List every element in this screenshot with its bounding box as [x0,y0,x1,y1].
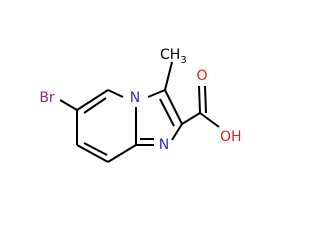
bond-c6-br [59,99,78,111]
bond-c7-c8-inner [83,142,108,156]
bond-c5-n4 [107,89,124,98]
bond-c3-methyl [164,61,173,91]
atom-methyl: CH3 [160,47,187,66]
atom-methyl-subscript: 3 [180,55,186,66]
bond-c3-c2 [164,89,183,125]
atom-label-layer: Br N N CH3 O OH [39,47,241,153]
bond-c7-c8 [76,144,109,163]
atom-imine-nitrogen: N [159,137,169,153]
atom-bromine: Br [39,90,55,106]
bond-carboxyl-hydroxyl [199,112,220,128]
bond-c8-c8a [107,144,137,163]
molecule-structure: Br N N CH3 O OH [39,47,242,163]
atom-hydroxyl: OH [220,129,242,145]
bond-c2-carboxyl [181,112,201,125]
bond-carboxyl-oxygen-second [204,85,207,114]
bond-c3-c2-inner [159,98,175,127]
bond-layer [59,61,220,163]
bond-n4-c3 [147,89,166,98]
atom-methyl-text: CH [160,47,180,63]
bond-c5-c6 [76,89,109,111]
bond-c2-n1 [171,123,183,141]
atom-ring-nitrogen: N [130,90,140,106]
atom-carbonyl-oxygen: O [196,68,207,84]
bond-carboxyl-oxygen [198,85,201,114]
bond-c5-c6-inner [83,97,107,114]
